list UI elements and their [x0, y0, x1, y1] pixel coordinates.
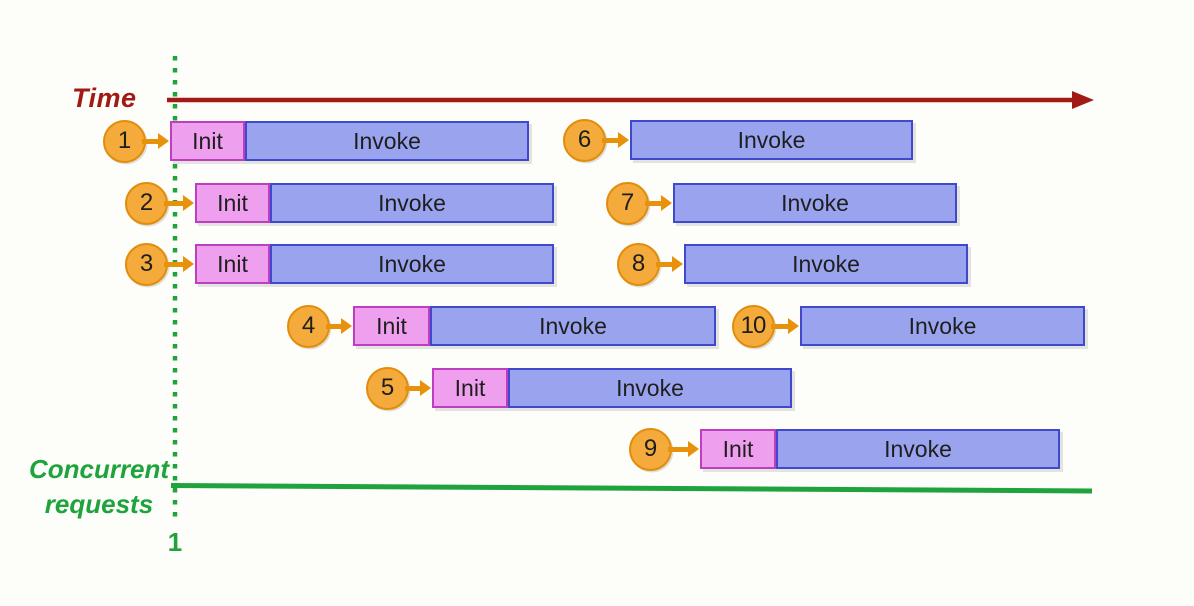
init-bar-request-3: Init: [195, 244, 270, 284]
invoke-bar-request-3: Invoke: [270, 244, 554, 284]
request-arrow-icon: [668, 441, 699, 457]
invoke-bar-request-4: Invoke: [430, 306, 716, 346]
time-axis-arrow: [167, 91, 1094, 109]
time-axis-arrowhead: [1072, 91, 1094, 109]
request-arrow-icon: [164, 195, 194, 211]
concurrent-requests-line: [170, 483, 1093, 494]
request-number-badge-9: 9: [628, 427, 672, 471]
request-number-badge-8: 8: [616, 242, 660, 286]
invoke-bar-request-9: Invoke: [776, 429, 1060, 469]
request-arrow-icon: [164, 256, 194, 272]
concurrency-axis-label-line2: requests: [44, 489, 154, 519]
init-bar-request-2: Init: [195, 183, 270, 223]
time-axis-label: Time: [72, 83, 137, 113]
request-arrow-icon: [326, 318, 352, 334]
request-number-badge-1: 1: [102, 119, 146, 163]
invoke-bar-request-10: Invoke: [800, 306, 1085, 346]
request-number-badge-6: 6: [562, 118, 606, 162]
init-bar-request-5: Init: [432, 368, 508, 408]
invoke-bar-request-5: Invoke: [508, 368, 792, 408]
request-arrow-icon: [405, 380, 431, 396]
invoke-bar-request-8: Invoke: [684, 244, 968, 284]
invoke-bar-request-7: Invoke: [673, 183, 957, 223]
concurrency-axis-label: Concurrent requests: [10, 452, 188, 522]
init-bar-request-1: Init: [170, 121, 245, 161]
invoke-bar-request-2: Invoke: [270, 183, 554, 223]
invoke-bar-request-6: Invoke: [630, 120, 913, 160]
concurrency-axis-label-line1: Concurrent: [28, 454, 170, 484]
request-arrow-icon: [142, 133, 169, 149]
request-arrow-icon: [602, 132, 629, 148]
request-number-badge-4: 4: [286, 304, 330, 348]
concurrency-tick-label: 1: [167, 527, 183, 557]
request-arrow-icon: [771, 318, 799, 334]
request-number-badge-2: 2: [124, 181, 168, 225]
request-number-badge-7: 7: [605, 181, 649, 225]
init-bar-request-9: Init: [700, 429, 776, 469]
init-bar-request-4: Init: [353, 306, 430, 346]
request-number-badge-3: 3: [124, 242, 168, 286]
request-number-badge-5: 5: [365, 366, 409, 410]
request-arrow-icon: [645, 195, 672, 211]
request-number-badge-10: 10: [731, 304, 775, 348]
request-arrow-icon: [656, 256, 683, 272]
invoke-bar-request-1: Invoke: [245, 121, 529, 161]
